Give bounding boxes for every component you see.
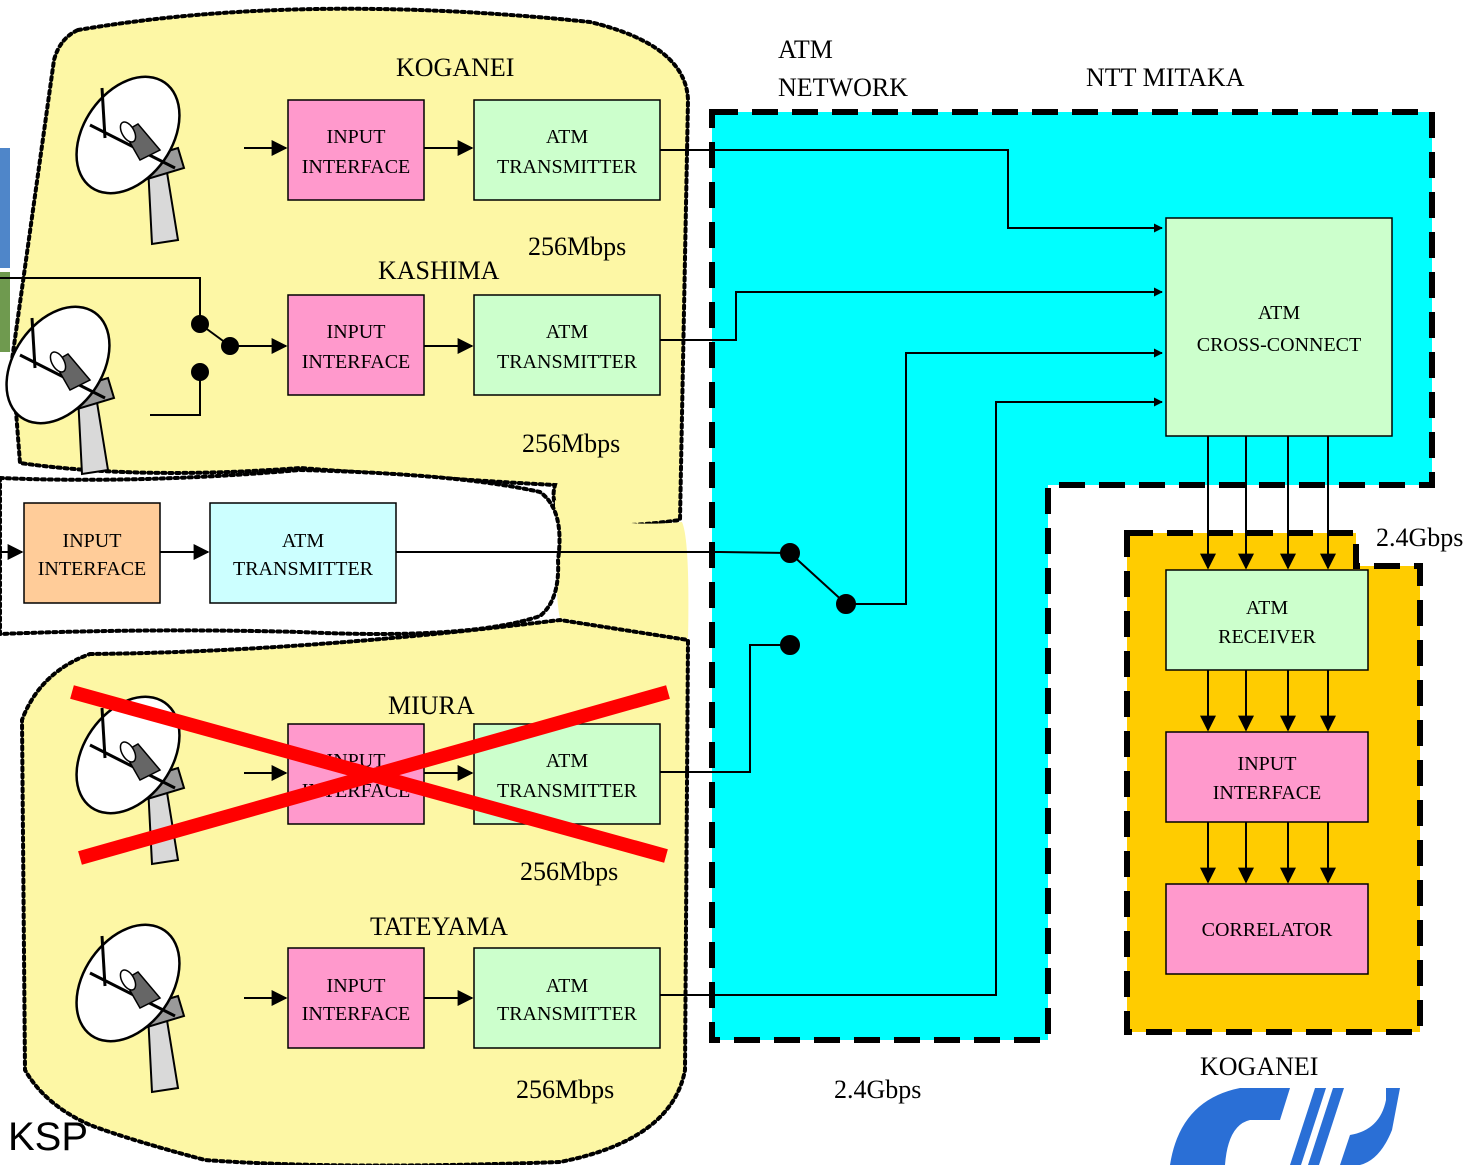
koganei-site-label: KOGANEI	[396, 53, 514, 82]
box-line-2: TRANSMITTER	[233, 558, 374, 580]
kashima-atm-transmitter: ATM TRANSMITTER	[474, 295, 660, 395]
kashima-rate-label: 256Mbps	[522, 429, 620, 458]
koganei-rate-label: 256Mbps	[528, 232, 626, 261]
box-line-2: INTERFACE	[302, 1003, 411, 1025]
tateyama-site-label: TATEYAMA	[370, 912, 508, 941]
box-line-1: ATM	[282, 530, 324, 552]
photo-fragment-top	[0, 148, 10, 268]
box-line-1: INPUT	[327, 126, 386, 148]
box-line-2: CROSS-CONNECT	[1197, 334, 1361, 356]
box-line-2: INTERFACE	[38, 558, 147, 580]
tateyama-input-interface: INPUT INTERFACE	[288, 948, 424, 1048]
center-rate-label: 2.4Gbps	[1376, 523, 1463, 552]
center-site-label: KOGANEI	[1200, 1052, 1318, 1081]
box-line-2: TRANSMITTER	[497, 351, 638, 373]
box-line-2: INTERFACE	[302, 351, 411, 373]
koganei-input-interface: INPUT INTERFACE	[288, 100, 424, 200]
tateyama-rate-label: 256Mbps	[516, 1075, 614, 1104]
box-line-2: TRANSMITTER	[497, 1003, 638, 1025]
box-line-1: INPUT	[1238, 753, 1297, 775]
photo-fragment-bottom	[0, 272, 10, 352]
ntt-mitaka-label: NTT MITAKA	[1086, 63, 1245, 92]
atm-network-label-line1: ATM	[778, 35, 833, 64]
miura-rate-label: 256Mbps	[520, 857, 618, 886]
box-line-1: ATM	[546, 750, 588, 772]
box-line-2: RECEIVER	[1218, 626, 1316, 648]
box-line-1: ATM	[546, 126, 588, 148]
box-line-2: TRANSMITTER	[497, 156, 638, 178]
mid-atm-transmitter: ATM TRANSMITTER	[210, 503, 396, 603]
box-line-1: ATM	[546, 975, 588, 997]
network-rate-label: 2.4Gbps	[834, 1075, 921, 1104]
box-line-2: INTERFACE	[1213, 782, 1322, 804]
box-line-1: ATM	[546, 321, 588, 343]
atm-receiver: ATM RECEIVER	[1166, 570, 1368, 670]
box-line-1: ATM	[1258, 302, 1300, 324]
box-line-1: INPUT	[63, 530, 122, 552]
box-line-1: INPUT	[327, 975, 386, 997]
institute-logo	[1170, 1088, 1400, 1165]
box-line-2: TRANSMITTER	[497, 780, 638, 802]
kashima-input-interface: INPUT INTERFACE	[288, 295, 424, 395]
mid-input-interface: INPUT INTERFACE	[24, 503, 160, 603]
atm-network-label-line2: NETWORK	[778, 73, 908, 102]
atm-cross-connect: ATM CROSS-CONNECT	[1166, 218, 1392, 436]
miura-site-label: MIURA	[388, 691, 475, 720]
ksp-label: KSP	[8, 1115, 88, 1159]
box-line-1: ATM	[1246, 597, 1288, 619]
correlator-label: CORRELATOR	[1202, 919, 1333, 941]
box-line-2: INTERFACE	[302, 156, 411, 178]
center-input-interface: INPUT INTERFACE	[1166, 732, 1368, 822]
correlator: CORRELATOR	[1166, 884, 1368, 974]
tateyama-atm-transmitter: ATM TRANSMITTER	[474, 948, 660, 1048]
box-line-1: INPUT	[327, 321, 386, 343]
koganei-atm-transmitter: ATM TRANSMITTER	[474, 100, 660, 200]
kashima-site-label: KASHIMA	[378, 256, 500, 285]
